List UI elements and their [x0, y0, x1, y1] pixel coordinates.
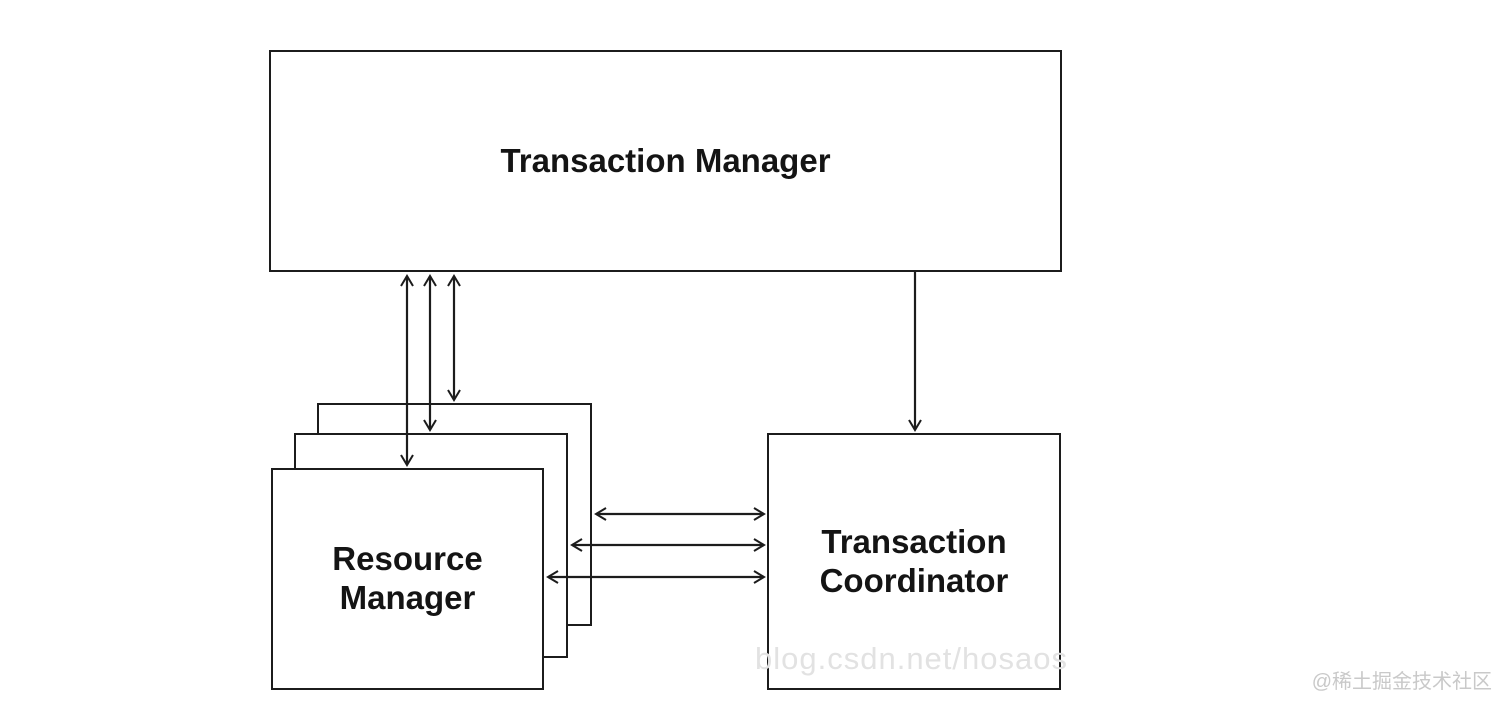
resource-manager-box: Resource Manager	[271, 468, 544, 690]
transaction-manager-box: Transaction Manager	[269, 50, 1062, 272]
transaction-coordinator-box: Transaction Coordinator	[767, 433, 1061, 690]
transaction-manager-label: Transaction Manager	[500, 141, 831, 179]
transaction-coordinator-label: Transaction Coordinator	[819, 522, 1009, 599]
resource-manager-label: Resource Manager	[332, 540, 483, 616]
juejin-community-watermark: @稀土掘金技术社区	[1311, 671, 1492, 693]
